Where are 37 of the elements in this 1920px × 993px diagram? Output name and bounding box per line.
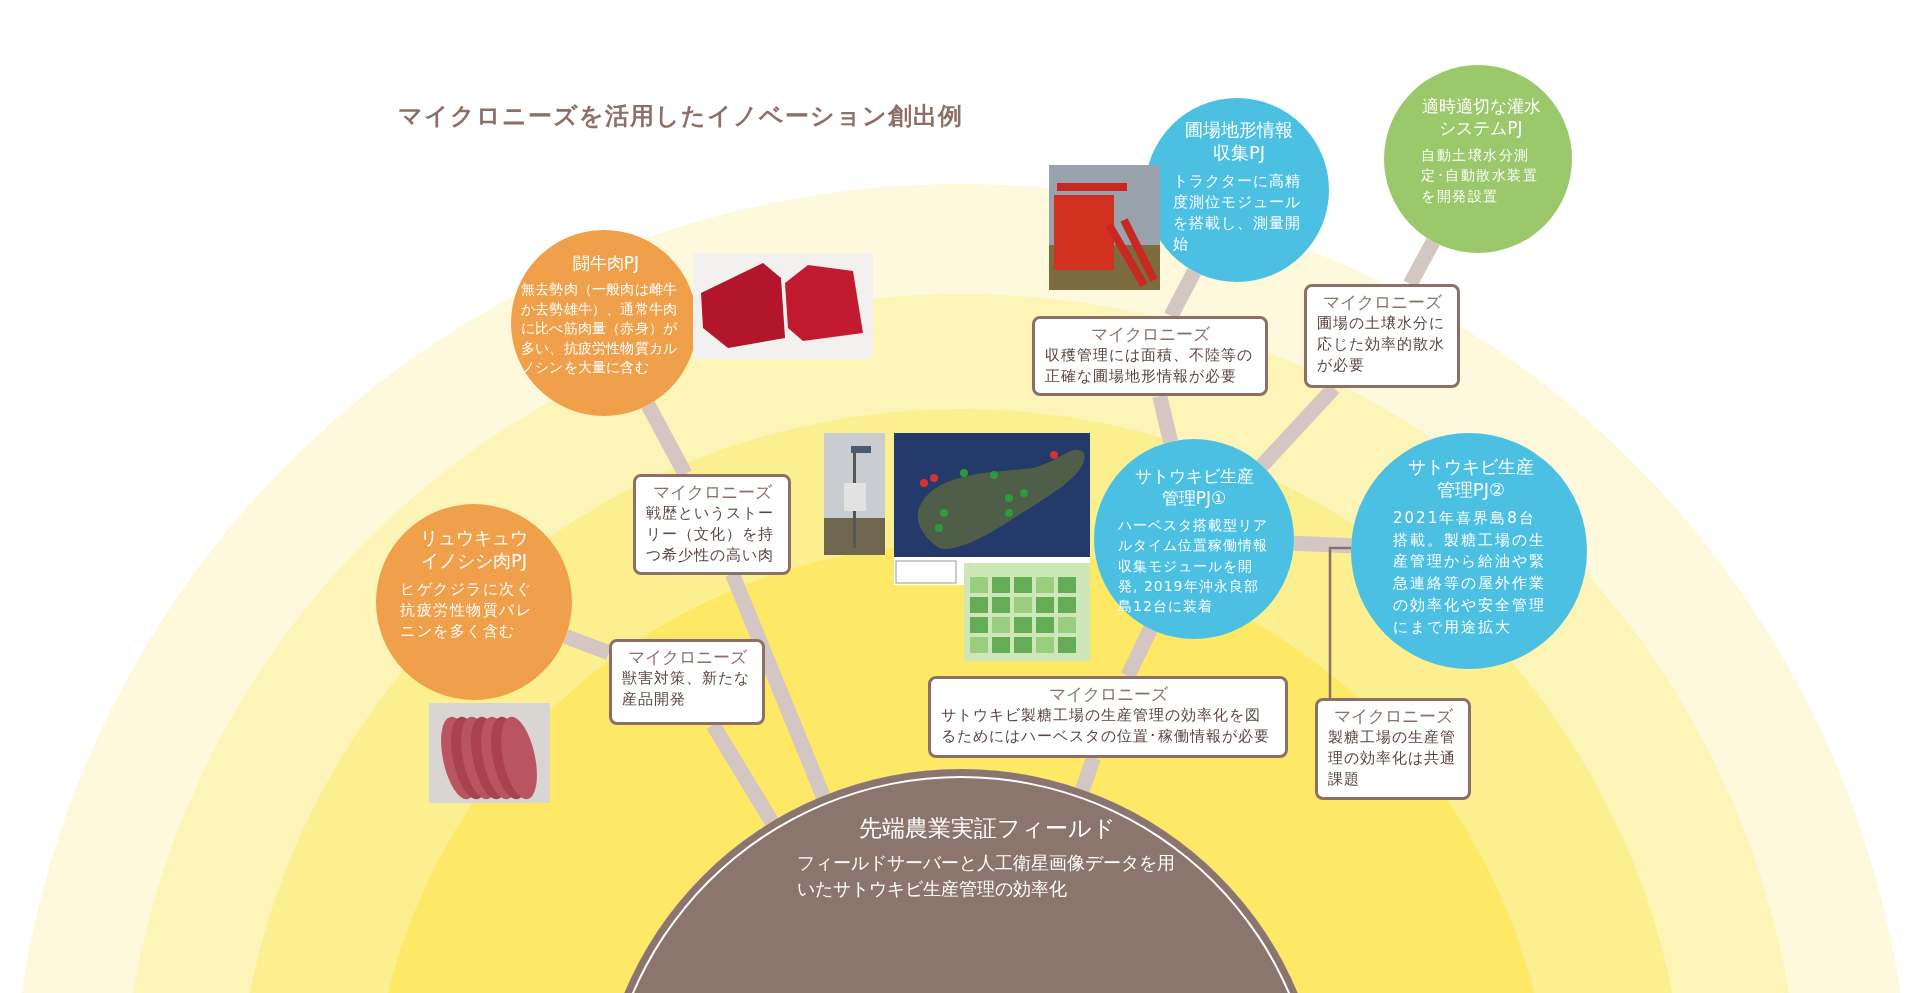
needs-box	[928, 676, 1288, 758]
project-title: 圃場地形情報収集PJ	[1184, 118, 1294, 165]
leader-line	[1328, 546, 1352, 698]
field-title: 先端農業実証フィールド	[857, 814, 1117, 843]
needs-heading: マイクロニーズ	[1321, 291, 1443, 314]
project-description: 2021年喜界島8台搭載。製糖工場の生産管理から給油や緊急連絡等の屋外作業の効率化や安全管理にまで用途拡大	[1393, 507, 1547, 638]
needs-text: 圃場の土壌水分に応じた効率的散水が必要	[1317, 314, 1446, 376]
needs-text: サトウキビ製糖工場の生産管理の効率化を図るためにはハーベスタの位置･稼働情報が必要	[941, 706, 1271, 747]
project-description: ヒゲクジラに次ぐ抗疲労性物質バレニンを多く含む	[400, 579, 533, 641]
project-description: 無去勢肉（一般肉は雌牛か去勢雄牛）、通常牛肉に比べ筋肉量（赤身）が多い、抗疲労性物質カルノシンを大量に含む	[521, 280, 679, 378]
project-description: ハーベスタ搭載型リアルタイム位置稼働情報収集モジュールを開発, 2019年沖永良部島12台に装着	[1118, 516, 1269, 617]
needs-text: 戦歴というストーリー（文化）を持つ希少性の高い肉	[646, 504, 775, 566]
needs-box	[1032, 316, 1268, 397]
needs-text: 収穫管理には面積、不陸等の正確な圃場地形情報が必要	[1045, 346, 1254, 387]
needs-box	[1304, 284, 1460, 388]
project-title: 闘牛肉PJ	[571, 252, 641, 275]
needs-heading: マイクロニーズ	[651, 481, 773, 504]
needs-text: 製糖工場の生産管理の効率化は共通課題	[1328, 728, 1457, 790]
needs-box	[609, 639, 765, 725]
branch-line	[1293, 535, 1352, 554]
project-description: トラクターに高精度測位モジュールを搭載し、測量開始	[1173, 171, 1302, 254]
diagram-title: マイクロニーズを活用したイノベーション創出例	[398, 101, 963, 132]
project-title: サトウキビ生産管理PJ②	[1407, 455, 1535, 502]
needs-text: 獣害対策、新たな産品開発	[622, 669, 751, 710]
needs-box	[633, 474, 791, 576]
project-title: サトウキビ生産管理PJ①	[1133, 465, 1255, 510]
project-title: リュウキュウイノシシ肉PJ	[419, 526, 529, 573]
needs-heading: マイクロニーズ	[626, 646, 748, 669]
field-description: フィールドサーバーと人工衛星画像データを用いたサトウキビ生産管理の効率化	[797, 850, 1176, 901]
needs-heading: マイクロニーズ	[1089, 323, 1211, 346]
needs-heading: マイクロニーズ	[1332, 705, 1454, 728]
branch-line	[563, 629, 612, 660]
branch-line	[1152, 394, 1178, 444]
needs-box	[1315, 698, 1471, 800]
needs-heading: マイクロニーズ	[1047, 683, 1169, 706]
project-title: 適時適切な灌水システムPJ	[1421, 95, 1541, 140]
project-description: 自動土壌水分測定･自動散水装置を開発設置	[1421, 146, 1539, 206]
